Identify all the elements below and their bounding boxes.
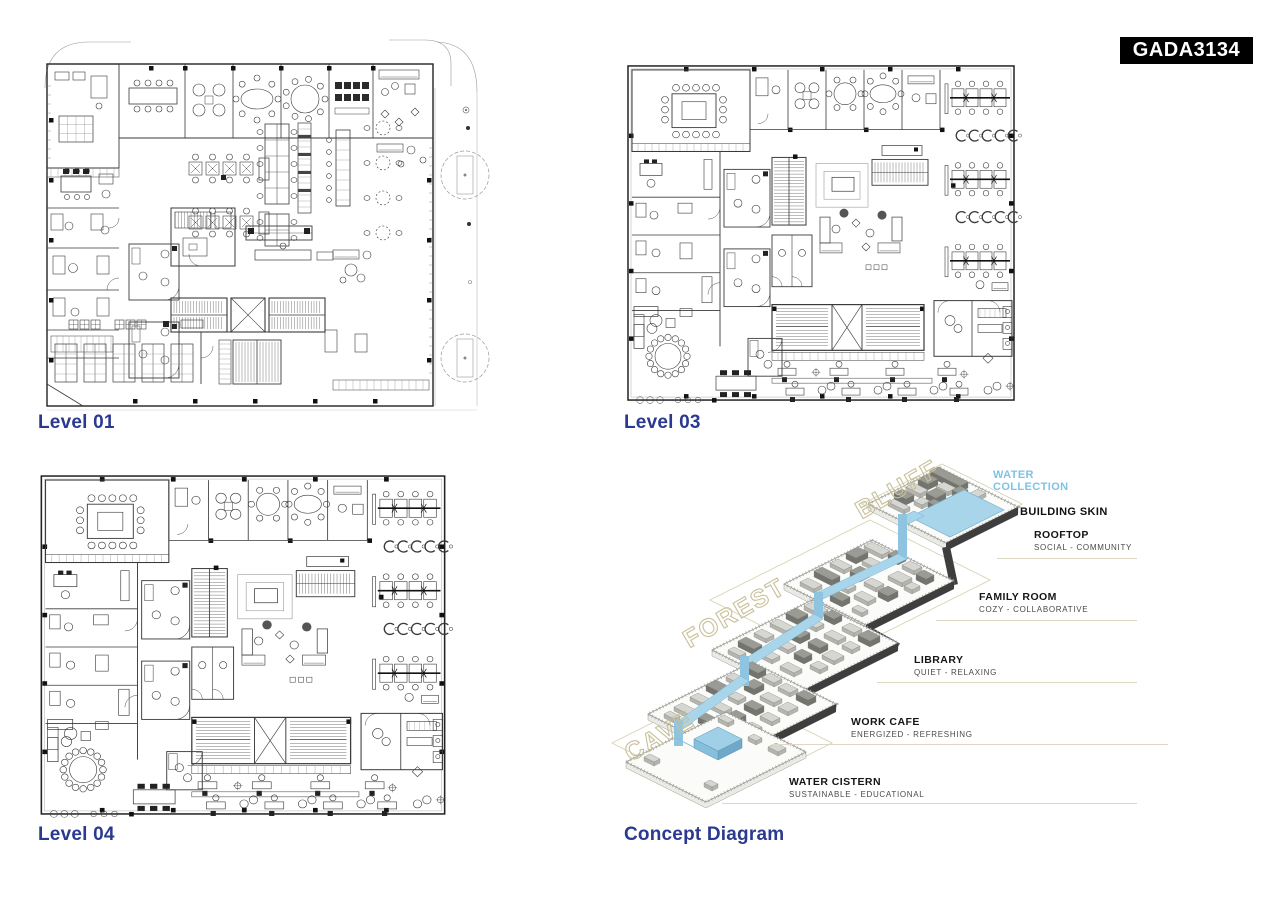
floor-plan-level-03-drawing [627,65,1022,404]
floor-plan-level-01-drawing [44,39,490,411]
floor-label-work-cafe: WORK CAFE ENERGIZED - REFRESHING [851,716,973,739]
concept-axonometric-drawing [610,463,1024,809]
floor-label-water-cistern: WATER CISTERN SUSTAINABLE - EDUCATIONAL [789,776,925,799]
plan-label-level-03: Level 03 [624,412,701,433]
floor-label-family-room: FAMILY ROOM COZY - COLLABORATIVE [979,591,1089,614]
plan-label-concept: Concept Diagram [624,824,785,845]
leader-line-family-room [936,620,1137,621]
concept-zone-words: BLUFF FOREST CAVE [619,455,945,768]
zone-label-forest: FOREST [678,573,790,654]
building-skin-label: BUILDING SKIN [1020,506,1108,518]
plan-label-level-04: Level 04 [38,824,115,845]
leader-line-library [877,682,1137,683]
floor-plan-level-04-drawing [40,475,453,818]
project-code: GADA3134 [1132,39,1241,61]
water-collection-label: WATER COLLECTION [993,469,1069,493]
floor-label-rooftop: ROOFTOP SOCIAL - COMMUNITY [1034,529,1133,552]
leader-line-rooftop [997,558,1137,559]
zone-label-cave: CAVE [620,705,699,767]
leader-line-water-cistern [722,803,1137,804]
floor-label-library: LIBRARY QUIET - RELAXING [914,654,998,677]
zone-label-bluff: BLUFF [851,455,945,525]
leader-line-work-cafe [772,744,1168,745]
plan-label-level-01: Level 01 [38,412,115,433]
project-code-badge: GADA3134 [1120,37,1253,64]
